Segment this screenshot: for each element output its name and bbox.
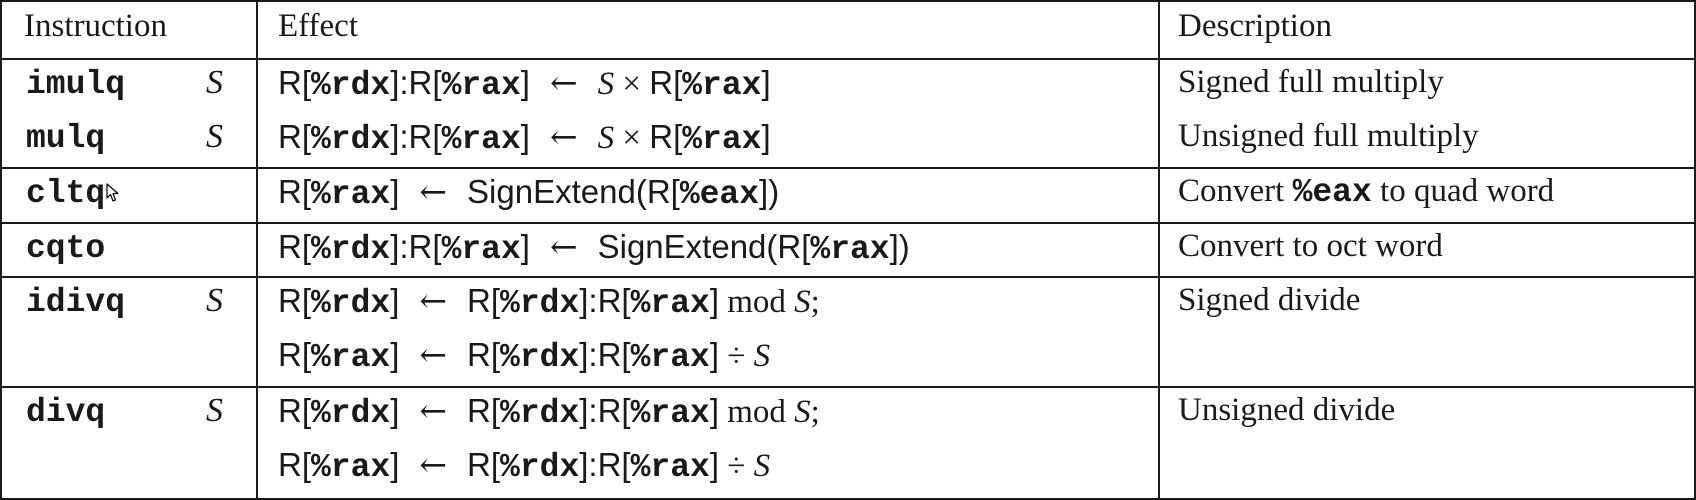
mouse-pointer-icon bbox=[106, 183, 119, 202]
effect-idivq-line1: R[%rdx]←R[%rdx]:R[%rax] mod S; bbox=[278, 281, 820, 322]
effect-imulq: R[%rdx]:R[%rax]←S × R[%rax] bbox=[278, 63, 771, 104]
instruction-mulq: mulq bbox=[26, 120, 106, 157]
instruction-divq: divq bbox=[26, 394, 106, 431]
effect-divq-line2: R[%rax]←R[%rdx]:R[%rax] ÷ S bbox=[278, 445, 771, 486]
effect-cqto: R[%rdx]:R[%rax]←SignExtend(R[%rax]) bbox=[278, 227, 910, 268]
header-instruction: Instruction bbox=[24, 8, 167, 44]
row-divider bbox=[2, 276, 1694, 278]
header-effect: Effect bbox=[278, 8, 359, 44]
description-idivq: Signed divide bbox=[1178, 282, 1361, 318]
description-imulq: Signed full multiply bbox=[1178, 64, 1444, 100]
effect-divq-line1: R[%rdx]←R[%rdx]:R[%rax] mod S; bbox=[278, 391, 820, 432]
effect-mulq: R[%rdx]:R[%rax]←S × R[%rax] bbox=[278, 117, 771, 158]
description-cqto: Convert to oct word bbox=[1178, 228, 1443, 264]
column-divider bbox=[1158, 2, 1160, 498]
operand-s: S bbox=[206, 392, 223, 429]
row-divider bbox=[2, 58, 1694, 60]
operand-s: S bbox=[206, 64, 223, 101]
instruction-imulq: imulq bbox=[26, 66, 126, 103]
effect-cltq: R[%rax]←SignExtend(R[%eax]) bbox=[278, 172, 780, 213]
row-divider bbox=[2, 167, 1694, 169]
description-cltq: Convert %eax to quad word bbox=[1178, 173, 1555, 211]
instruction-cltq: cltq bbox=[26, 175, 106, 212]
description-divq: Unsigned divide bbox=[1178, 392, 1396, 428]
row-divider bbox=[2, 386, 1694, 388]
effect-idivq-line2: R[%rax]←R[%rdx]:R[%rax] ÷ S bbox=[278, 335, 771, 376]
row-divider bbox=[2, 222, 1694, 224]
description-mulq: Unsigned full multiply bbox=[1178, 118, 1479, 154]
operand-s: S bbox=[206, 282, 223, 319]
instruction-idivq: idivq bbox=[26, 284, 126, 321]
column-divider bbox=[256, 2, 258, 498]
header-description: Description bbox=[1178, 8, 1332, 44]
instruction-cqto: cqto bbox=[26, 230, 106, 267]
operand-s: S bbox=[206, 118, 223, 155]
